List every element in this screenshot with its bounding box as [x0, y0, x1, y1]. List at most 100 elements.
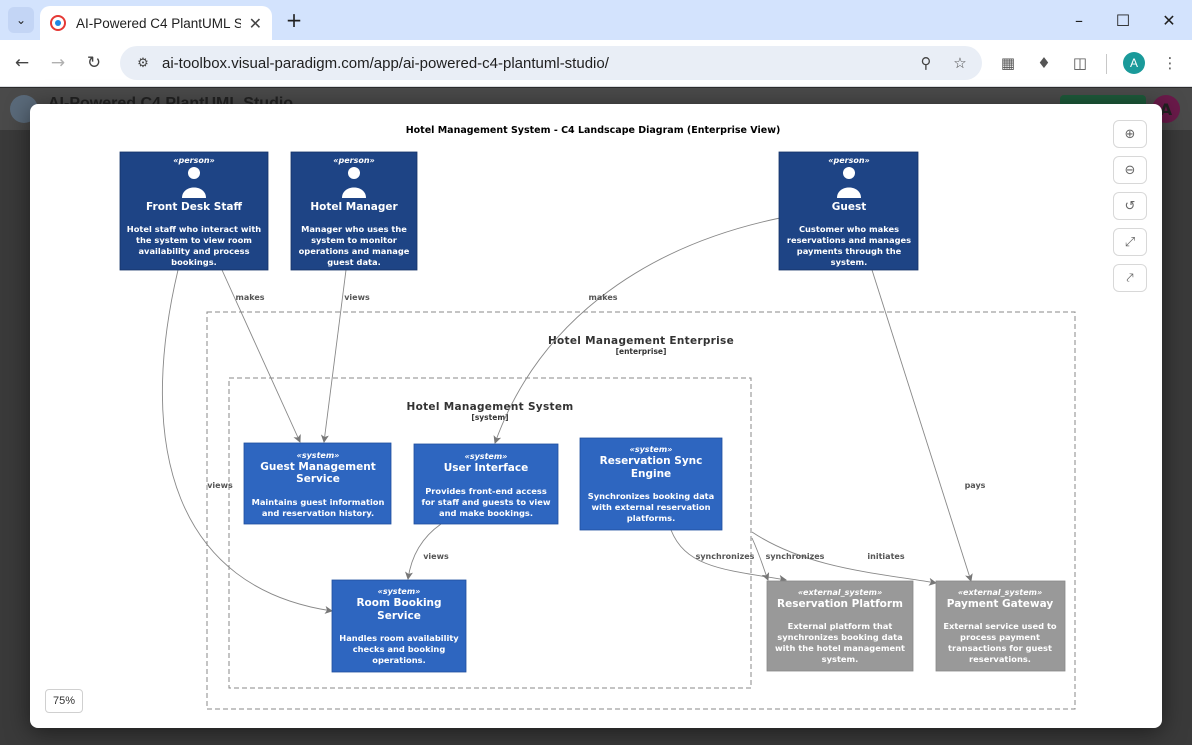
system-boundary-name: Hotel Management System — [407, 401, 574, 413]
reset-view-icon[interactable]: ↺ — [1113, 192, 1147, 220]
person-stereotype: «person» — [333, 156, 374, 165]
extensions-menu-icon[interactable]: ◫ — [1072, 54, 1088, 72]
person-desc-line: bookings. — [171, 257, 217, 267]
close-tab-icon[interactable]: ✕ — [248, 13, 262, 33]
system-name: Reservation Sync — [600, 455, 703, 467]
person-icon — [837, 167, 861, 198]
site-favicon-icon — [50, 15, 66, 31]
url-text[interactable]: ai-toolbox.visual-paradigm.com/app/ai-po… — [162, 54, 609, 72]
system-guest-management-service[interactable]: «system» Guest Management Service Mainta… — [243, 442, 392, 525]
rel-sync-initiates-gateway — [751, 531, 937, 586]
rel-ui-views-rbs — [405, 523, 442, 580]
back-arrow-icon[interactable]: ← — [14, 53, 30, 73]
zoom-magnifier-icon[interactable]: ⚲ — [920, 54, 932, 72]
person-desc-line: operations and manage — [299, 246, 410, 256]
external-name: Reservation Platform — [777, 598, 903, 610]
tab-search-button[interactable]: ⌄ — [8, 7, 34, 33]
system-reservation-sync-engine[interactable]: «system» Reservation Sync Engine Synchro… — [579, 437, 723, 531]
external-desc-line: synchronizes booking data — [777, 632, 902, 642]
zoom-out-icon[interactable]: ⊖ — [1113, 156, 1147, 184]
person-stereotype: «person» — [173, 156, 214, 165]
rel-label-synchronizes: synchronizes — [766, 552, 825, 561]
system-desc-line: checks and booking — [353, 644, 446, 654]
minimize-window-icon[interactable]: – — [1075, 10, 1083, 30]
person-icon — [182, 167, 206, 198]
system-stereotype: «system» — [465, 452, 508, 461]
rel-label-pays: pays — [965, 481, 986, 490]
chevron-down-icon: ⌄ — [15, 13, 27, 27]
close-window-icon[interactable]: ✕ — [1162, 10, 1176, 30]
person-desc-line: Manager who uses the — [301, 224, 407, 234]
extension-puzzle-piece-icon[interactable]: ♦ — [1037, 54, 1051, 72]
person-desc-line: Hotel staff who interact with — [127, 224, 262, 234]
rel-label-views: views — [344, 293, 370, 302]
fullscreen-expand-icon[interactable]: ⤢ — [1113, 228, 1147, 256]
rel-label-makes: makes — [588, 293, 617, 302]
system-stereotype: «system» — [630, 445, 673, 454]
person-guest[interactable]: «person» Guest Customer who makes reserv… — [778, 151, 919, 271]
person-name: Hotel Manager — [310, 201, 398, 213]
system-desc-line: with external reservation — [592, 502, 711, 512]
external-reservation-platform[interactable]: «external_system» Reservation Platform E… — [766, 580, 914, 672]
system-desc-line: and reservation history. — [262, 508, 374, 518]
bookmark-star-icon[interactable]: ☆ — [953, 54, 967, 72]
system-name: Service — [377, 610, 421, 622]
system-name: User Interface — [444, 462, 528, 474]
enterprise-boundary — [206, 311, 1076, 710]
external-stereotype: «external_system» — [958, 588, 1042, 597]
rel-label-views: views — [423, 552, 449, 561]
diagram-preview-modal: Hotel Management System - C4 Landscape D… — [30, 104, 1162, 728]
diagram-title: Hotel Management System - C4 Landscape D… — [406, 125, 781, 136]
browser-menu-kebab-icon[interactable]: ⋮ — [1162, 54, 1178, 72]
system-desc-line: for staff and guests to view — [421, 497, 550, 507]
system-boundary — [228, 377, 752, 689]
diagram-canvas[interactable]: Hotel Management System - C4 Landscape D… — [116, 118, 1078, 714]
rel-sync-synchronizes-platform-2 — [751, 537, 770, 581]
system-boundary-type: [system] — [471, 413, 508, 422]
rel-label-initiates: initiates — [867, 552, 904, 561]
system-desc-line: Synchronizes booking data — [588, 491, 714, 501]
system-desc-line: Maintains guest information — [252, 497, 385, 507]
person-name: Guest — [832, 201, 866, 213]
browser-tab-active[interactable]: AI-Powered C4 PlantUML Studio ✕ — [40, 6, 272, 40]
person-desc-line: system to monitor — [311, 235, 398, 245]
external-payment-gateway[interactable]: «external_system» Payment Gateway Extern… — [935, 580, 1066, 672]
browser-tab-bar: ⌄ AI-Powered C4 PlantUML Studio ✕ + – ☐ … — [0, 0, 1192, 40]
enterprise-boundary-type: [enterprise] — [616, 347, 667, 356]
browser-toolbar: ← → ↻ ⚙ ai-toolbox.visual-paradigm.com/a… — [0, 40, 1192, 87]
person-desc-line: payments through the — [797, 246, 902, 256]
external-desc-line: system. — [822, 654, 859, 664]
system-desc-line: operations. — [372, 655, 425, 665]
zoom-controls: ⊕ ⊖ ↺ ⤢ ⤤ — [1113, 120, 1147, 300]
reload-icon[interactable]: ↻ — [86, 53, 102, 73]
system-name: Service — [296, 473, 340, 485]
system-room-booking-service[interactable]: «system» Room Booking Service Handles ro… — [331, 579, 467, 673]
relationship-lines — [162, 217, 973, 614]
new-tab-button[interactable]: + — [285, 8, 303, 32]
site-settings-icon[interactable]: ⚙ — [137, 55, 149, 71]
c4-landscape-diagram: Hotel Management System - C4 Landscape D… — [119, 125, 1076, 710]
address-bar[interactable]: ⚙ ai-toolbox.visual-paradigm.com/app/ai-… — [120, 46, 982, 80]
external-stereotype: «external_system» — [798, 588, 882, 597]
extension-document-icon[interactable]: ▦ — [1000, 54, 1016, 72]
rel-guest-pays-gateway — [871, 269, 973, 582]
profile-avatar[interactable]: A — [1123, 52, 1145, 74]
system-desc-line: platforms. — [627, 513, 676, 523]
rel-frontdesk-makes-gms — [221, 269, 301, 443]
system-user-interface[interactable]: «system» User Interface Provides front-e… — [413, 443, 559, 525]
system-desc-line: Handles room availability — [339, 633, 459, 643]
system-stereotype: «system» — [378, 587, 421, 596]
external-desc-line: External service used to — [943, 621, 1057, 631]
person-front-desk-staff[interactable]: «person» Front Desk Staff Hotel staff wh… — [119, 151, 269, 271]
zoom-in-icon[interactable]: ⊕ — [1113, 120, 1147, 148]
system-name: Engine — [631, 468, 671, 480]
system-desc-line: and make bookings. — [439, 508, 533, 518]
zoom-level-indicator: 75% — [45, 689, 83, 713]
collapse-icon[interactable]: ⤤ — [1113, 264, 1147, 292]
person-hotel-manager[interactable]: «person» Hotel Manager Manager who uses … — [290, 151, 418, 271]
system-desc-line: Provides front-end access — [425, 486, 547, 496]
rel-label-views: views — [207, 481, 233, 490]
rel-guest-makes-ui — [493, 217, 781, 444]
maximize-window-icon[interactable]: ☐ — [1115, 10, 1131, 30]
forward-arrow-icon[interactable]: → — [50, 53, 66, 73]
